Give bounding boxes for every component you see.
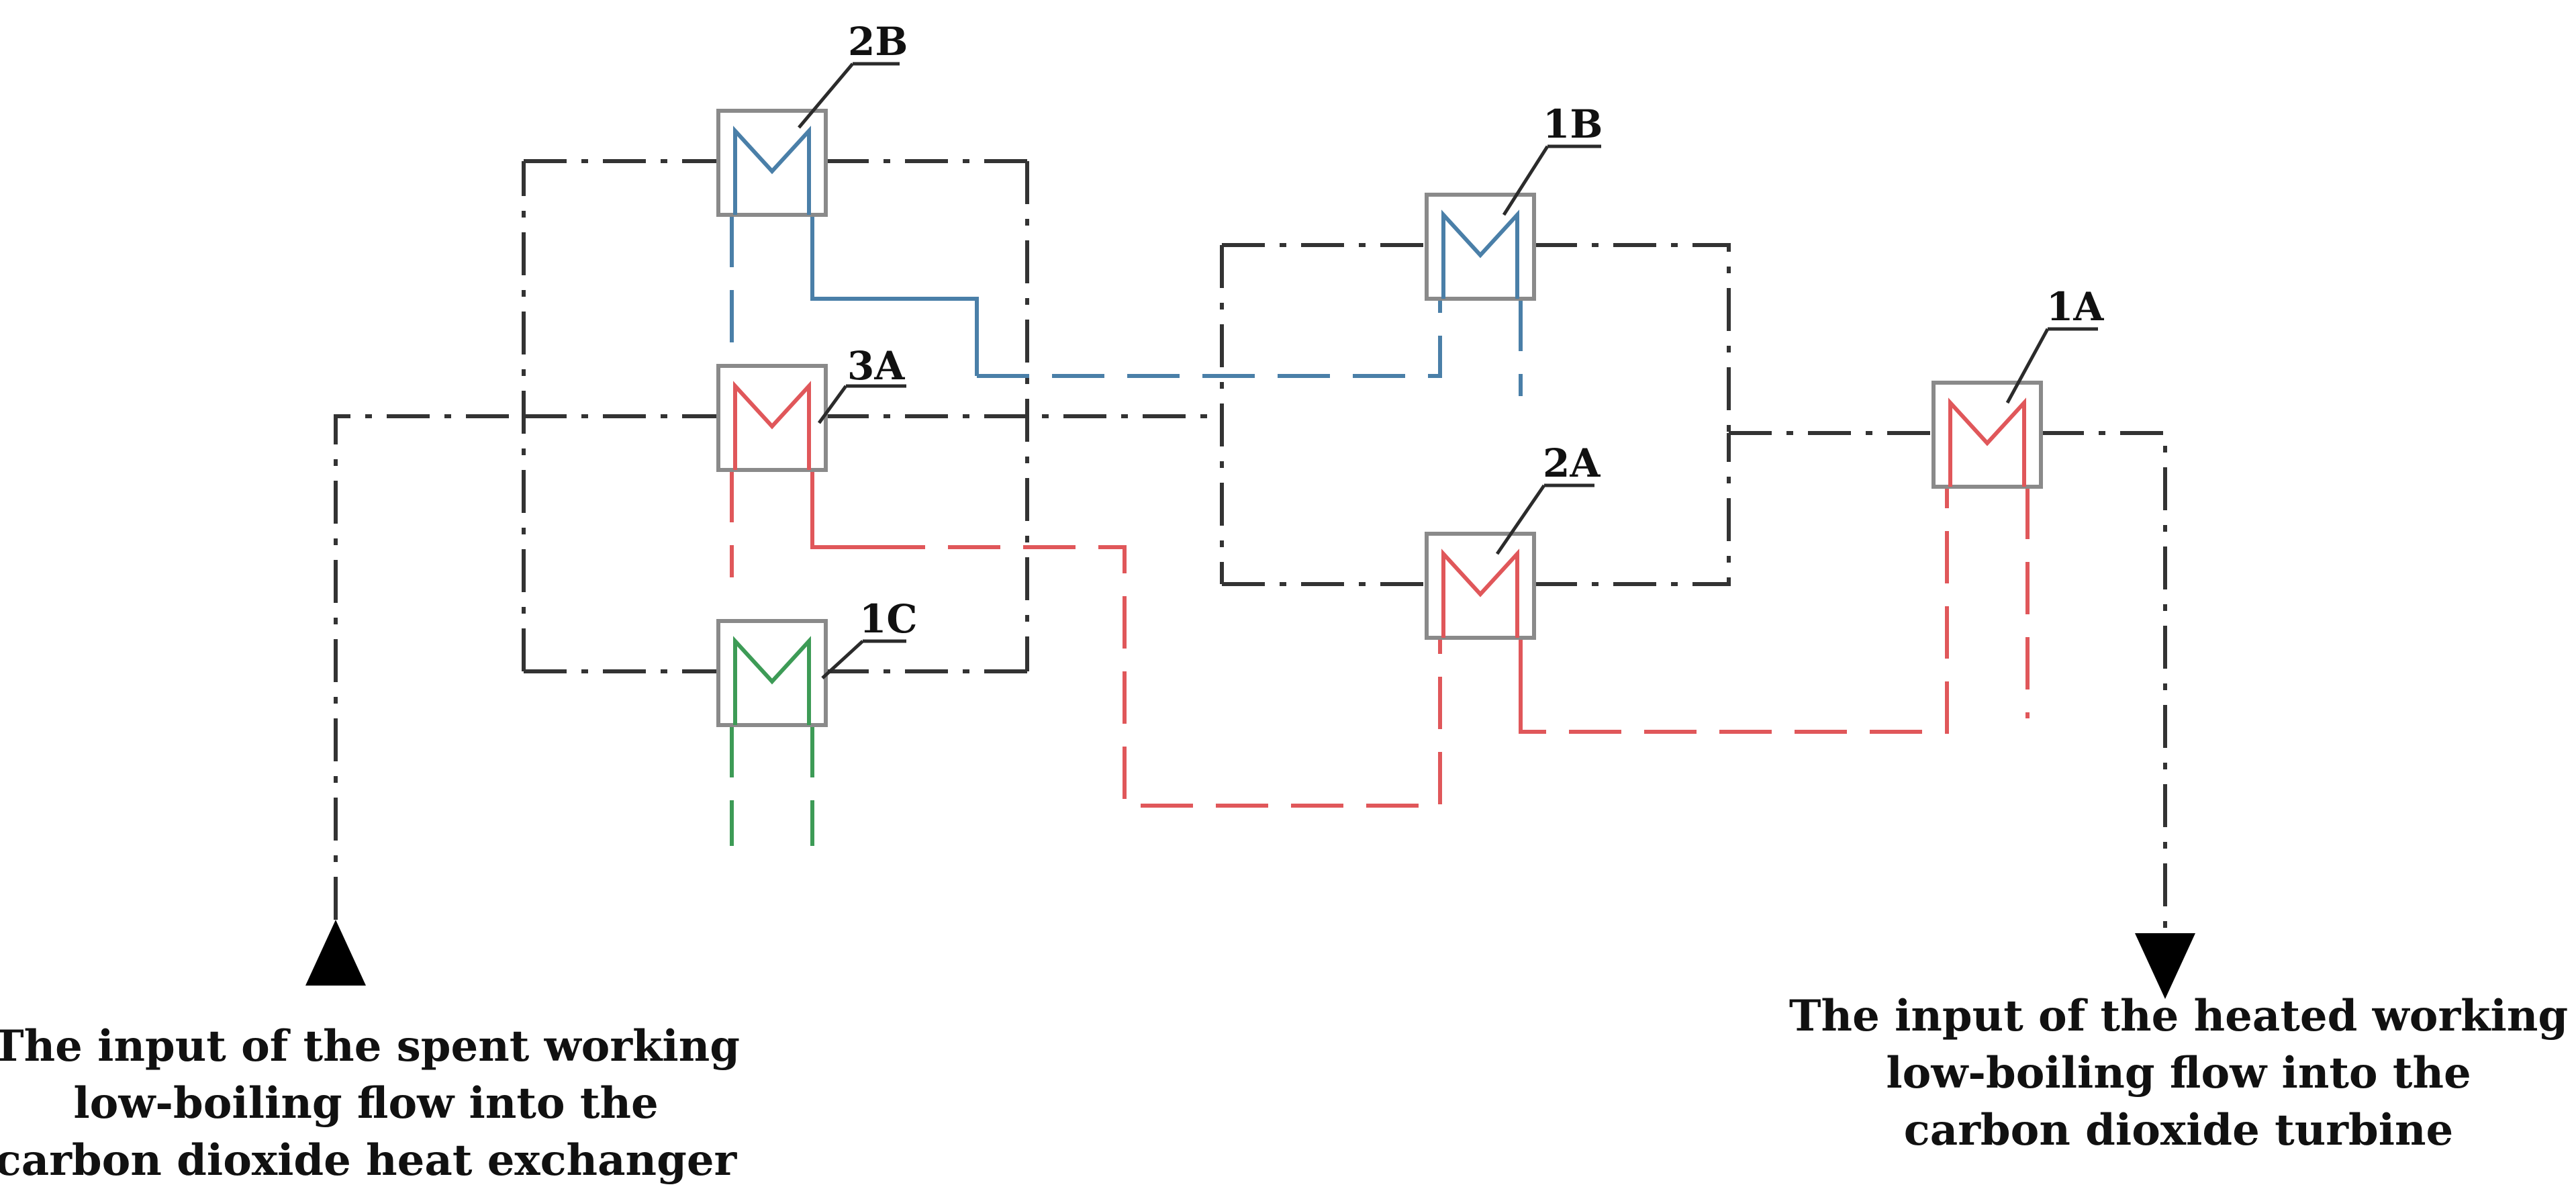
inlet-arrow-up-icon	[305, 920, 366, 986]
hx-2B-symbol	[733, 126, 811, 215]
red-pipes	[730, 470, 2030, 808]
label-1A-group: 1A	[2005, 284, 2104, 404]
label-3A-group: 3A	[817, 343, 906, 424]
mid-block-top-line-out	[1534, 243, 1731, 433]
label-2B-group: 2B	[798, 19, 908, 129]
outlet-caption: The input of the heated working low-boil…	[1789, 991, 2568, 1155]
blue-2B-to-1B-dashed	[977, 299, 1442, 378]
outlet-arrow-down-icon	[2135, 933, 2195, 999]
hx-1A-symbol	[1948, 397, 2026, 487]
hx-3A-symbol	[733, 381, 811, 470]
heat-exchanger-1C	[716, 619, 828, 727]
heat-exchanger-2B	[716, 109, 828, 217]
label-2A-leader	[1495, 484, 1546, 555]
inlet-caption-line-1: The input of the spent working	[0, 1021, 740, 1071]
blue-pipes	[730, 215, 1523, 396]
label-1A: 1A	[2046, 284, 2104, 330]
outlet-caption-line-3: carbon dioxide turbine	[1904, 1105, 2454, 1155]
heat-exchanger-3A	[716, 364, 828, 472]
hx-2A-symbol	[1441, 549, 1519, 638]
mid-block-bottom-line-out	[1534, 433, 1731, 586]
outlet-line	[2041, 431, 2167, 933]
label-1C: 1C	[859, 596, 918, 642]
heat-exchanger-1A	[1931, 381, 2043, 489]
hx-1B-symbol	[1441, 209, 1519, 299]
label-3A: 3A	[847, 343, 905, 389]
red-3A-right-pipe	[810, 470, 873, 549]
blue-2B-right-pipe	[810, 215, 979, 376]
label-1A-leader	[2005, 328, 2050, 404]
label-2B-leader	[798, 62, 854, 129]
label-2B: 2B	[848, 19, 908, 64]
heat-exchanger-1B	[1425, 193, 1536, 301]
label-1B-leader	[1502, 145, 1549, 216]
label-2A-group: 2A	[1495, 440, 1601, 555]
hx-1C-symbol	[733, 636, 811, 725]
outlet-caption-line-2: low-boiling flow into the	[1886, 1048, 2471, 1098]
inlet-caption: The input of the spent working low-boili…	[0, 1021, 740, 1186]
red-2A-to-1A-dashed	[1519, 487, 1949, 734]
working-flow-lines	[334, 159, 2167, 933]
label-1B-group: 1B	[1502, 101, 1603, 216]
outlet-caption-line-1: The input of the heated working	[1789, 991, 2568, 1041]
red-3A-to-2A-dashed	[873, 545, 1442, 808]
label-1C-group: 1C	[821, 596, 918, 679]
green-pipes	[730, 725, 814, 846]
label-2A: 2A	[1543, 440, 1601, 486]
label-1C-leader	[821, 640, 864, 679]
inlet-caption-line-2: low-boiling flow into the	[73, 1078, 658, 1129]
heat-exchanger-2A	[1425, 532, 1536, 640]
inlet-line	[334, 414, 524, 920]
label-3A-leader	[817, 385, 848, 424]
label-1B: 1B	[1543, 101, 1603, 147]
inlet-caption-line-3: carbon dioxide heat exchanger	[0, 1135, 738, 1186]
